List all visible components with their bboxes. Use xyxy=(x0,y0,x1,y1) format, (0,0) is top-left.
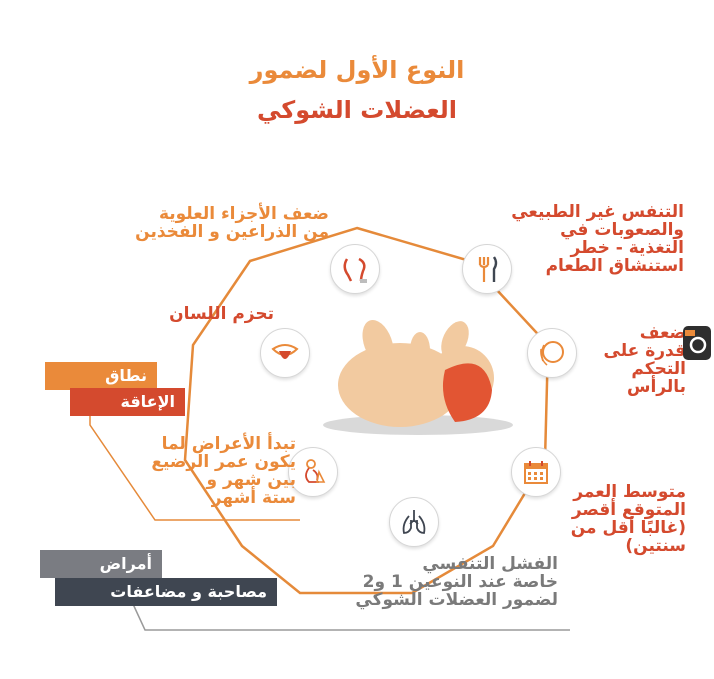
calendar-icon xyxy=(524,461,548,484)
head-icon xyxy=(540,341,564,366)
muscle-icon-circle xyxy=(330,244,380,294)
lungs-icon-circle xyxy=(389,497,439,547)
diseases-tag: أمراض xyxy=(40,550,162,578)
upper-weakness-label: ضعف الأجزاء العلوية من الذراعين و الفخذي… xyxy=(135,204,329,242)
baby-illustration xyxy=(323,319,513,435)
camera-icon xyxy=(685,330,707,354)
tongue-label: تحزم اللسان xyxy=(169,304,274,324)
page-title-line2: العضلات الشوكي xyxy=(256,96,458,124)
muscle-icon xyxy=(343,257,367,283)
age-onset-label: تبدأ الأعراض لما يكون عمر الرضيع بين شهر… xyxy=(151,434,296,508)
respiratory-failure-label: الفشل التنفسي خاصة عند النوعين 1 و2 لضمو… xyxy=(355,554,558,610)
disability-connector xyxy=(89,413,300,521)
lungs-icon xyxy=(402,510,426,534)
baby-icon xyxy=(305,459,326,483)
decagon-outline xyxy=(183,226,550,595)
baby-icon-circle xyxy=(288,447,338,497)
calendar-icon-circle xyxy=(511,447,561,497)
head-icon-circle xyxy=(527,328,577,378)
complications-tag: مصاحبة و مضاعفات xyxy=(55,578,277,606)
breathing-feeding-label: التنفس غير الطبيعي والصعوبات في التغذية … xyxy=(511,202,684,276)
fork-knife-icon xyxy=(478,256,498,282)
range-tag: نطاق xyxy=(45,362,157,390)
tongue-icon-circle xyxy=(260,328,310,378)
disability-tag: الإعاقة xyxy=(70,388,185,416)
complications-connector xyxy=(132,603,570,631)
page-title-line1: النوع الأول لضمور xyxy=(249,56,465,84)
camera-badge xyxy=(683,326,711,360)
fork-knife-icon-circle xyxy=(462,244,512,294)
lifespan-label: متوسط العمر المتوقع أقصر (غالبًا أقل من … xyxy=(570,482,686,556)
tongue-icon xyxy=(271,344,299,359)
head-control-label: ضعف قدرة على التحكم بالرأس xyxy=(603,323,686,397)
